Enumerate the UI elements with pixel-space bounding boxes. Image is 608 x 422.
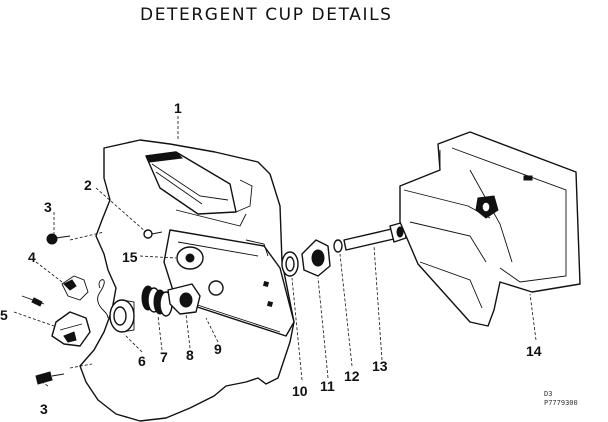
callout-2: 2 <box>84 177 92 193</box>
screw-part-3-bottom <box>35 371 65 385</box>
housing-outline <box>79 139 295 422</box>
cover-part-1 <box>145 151 253 227</box>
callout-6: 6 <box>138 353 146 369</box>
callout-15: 15 <box>122 249 138 265</box>
washer-part-12 <box>333 239 343 253</box>
callout-14: 14 <box>526 343 542 359</box>
callout-13: 13 <box>372 358 388 374</box>
callout-8: 8 <box>186 347 194 363</box>
shaft-part-13 <box>343 221 407 251</box>
cam-part-8 <box>167 283 201 315</box>
callout-5: 5 <box>0 307 8 323</box>
bearing-part-11 <box>301 239 331 277</box>
callout-10: 10 <box>292 383 308 399</box>
callout-4: 4 <box>28 249 36 265</box>
callout-11: 11 <box>320 378 335 394</box>
callout-12: 12 <box>344 368 360 384</box>
ref-code-line-2: P7779300 <box>544 399 578 407</box>
pin-part-5 <box>21 295 45 307</box>
callout-9: 9 <box>214 341 222 357</box>
callout-labels: 1 2 3 4 5 15 6 7 8 9 10 11 12 13 14 3 <box>0 100 542 417</box>
leader-lines <box>13 116 537 387</box>
latch-part-5 <box>51 311 91 347</box>
callout-3-top: 3 <box>44 199 52 215</box>
callout-1: 1 <box>174 100 182 116</box>
diagram-title: DETERGENT CUP DETAILS <box>140 5 393 25</box>
bushing-part-6 <box>109 299 135 333</box>
screw-part-2 <box>143 229 163 239</box>
ref-code-line-1: D3 <box>544 390 552 398</box>
knob-part-15 <box>176 246 204 270</box>
plate-part-9 <box>163 229 295 337</box>
callout-7: 7 <box>160 349 168 365</box>
screw-part-3-top <box>46 233 71 245</box>
spring-part-7 <box>141 285 173 317</box>
detergent-cup-part-14 <box>399 131 581 327</box>
spring-part-4 <box>61 275 109 319</box>
washer-part-10 <box>281 251 299 277</box>
callout-3-bottom: 3 <box>40 401 48 417</box>
